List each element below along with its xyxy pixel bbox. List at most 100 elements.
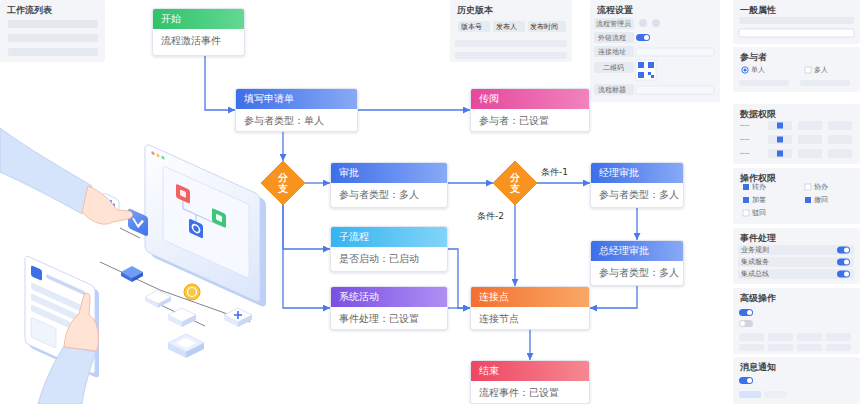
process-box: 经理审批参与者类型：多人 (590, 162, 684, 208)
flow-arrow (529, 330, 530, 360)
box-body: 流程激活事件 (153, 29, 244, 47)
panel-heading: 操作权限 (733, 168, 860, 185)
checkbox (743, 184, 749, 190)
process-box: 总经理审批参与者类型：多人 (590, 240, 684, 286)
toggle (739, 320, 753, 327)
panel-heading: 历史版本 (450, 0, 572, 17)
panel-heading: 数据权限 (733, 104, 860, 121)
option-label: 单人 (751, 66, 765, 74)
condition-label: 条件-2 (477, 210, 504, 223)
box-header: 子流程 (331, 227, 447, 247)
decision-label: 分支 (278, 172, 289, 194)
toggle-knob (747, 378, 752, 383)
process-box: 子流程是否启动：已启动 (330, 226, 448, 272)
checkbox (743, 197, 749, 203)
toggle-knob (747, 310, 752, 315)
panel-heading: 事件处理 (733, 228, 860, 245)
process-box: 系统活动事件处理：已设置 (330, 286, 448, 330)
checkbox (805, 184, 811, 190)
column-pill (458, 21, 490, 32)
list-bar (8, 34, 98, 42)
box-body: 参与者类型：多人 (591, 183, 683, 201)
setting-label: 连接地址 (598, 48, 626, 56)
field-pill (594, 32, 634, 43)
row-label: 集成总线 (741, 270, 769, 278)
box-body: 流程事件：已设置 (471, 381, 589, 399)
box-title: 经理审批 (599, 167, 639, 178)
row-bar (800, 80, 850, 86)
box-body: 事件处理：已设置 (331, 307, 447, 325)
setting-label: 流程管理员 (596, 20, 631, 28)
table-header: 发布人 (496, 23, 517, 31)
checkbox (805, 197, 811, 203)
option-label: 转办 (752, 183, 766, 191)
flow-arrow (448, 307, 470, 308)
input-bar (739, 29, 854, 37)
toggle-knob (740, 321, 745, 326)
option-label: 撤回 (814, 196, 828, 204)
process-box: 填写申请单参与者类型：单人 (235, 88, 358, 132)
list-bar (8, 20, 98, 28)
process-box: 开始流程激活事件 (152, 8, 245, 56)
avatar-dot (639, 19, 647, 27)
box-body: 参与者类型：多人 (331, 183, 447, 201)
setting-label: 二维码 (603, 64, 624, 72)
option-label: 协办 (814, 183, 828, 191)
box-title: 子流程 (339, 231, 369, 242)
row-bar (739, 80, 789, 86)
qr-code (638, 62, 644, 68)
field-pill (594, 46, 634, 57)
decision-diamond: 分支 (493, 161, 537, 205)
radio (742, 67, 748, 73)
setting-label: 流程标题 (598, 86, 626, 94)
row-bar (738, 257, 854, 267)
condition-label: 条件-1 (541, 166, 568, 179)
toggle (837, 247, 850, 278)
field-pill (594, 84, 634, 95)
diamond-text: 分支 (261, 161, 305, 205)
process-box: 结束流程事件：已设置 (470, 360, 590, 404)
flow-arrow (448, 182, 493, 183)
row-label: ---- (740, 121, 749, 129)
panel-heading: 高级操作 (733, 288, 860, 305)
iso-tile (168, 334, 204, 358)
column-pill (528, 21, 566, 32)
process-box: 连接点连接节点 (470, 286, 590, 330)
field-pill (594, 62, 634, 73)
box-header: 连接点 (471, 287, 589, 307)
mini-button (739, 391, 761, 398)
box-title: 连接点 (479, 291, 509, 302)
box-body: 参与者：已设置 (471, 109, 589, 127)
flow-arrow (205, 56, 235, 110)
qr-code (638, 72, 644, 78)
box-header: 开始 (153, 9, 244, 29)
toggle (636, 34, 650, 41)
flow-arrow (358, 109, 470, 110)
row-label: 业务规则 (741, 246, 769, 254)
iso-tile (145, 290, 171, 308)
toggle-knob (644, 35, 649, 40)
box-header: 填写申请单 (236, 89, 357, 109)
id-bar (739, 17, 854, 24)
flow-arrow (448, 249, 470, 308)
panel-heading: 消息通知 (733, 357, 860, 374)
table-header: 发布时间 (530, 23, 558, 31)
box-header: 结束 (471, 361, 589, 381)
flow-arrow (590, 286, 637, 308)
panel-heading: 流程设置 (590, 0, 720, 17)
qr-code (648, 62, 654, 68)
permission-grid (768, 121, 852, 158)
row-bar (455, 40, 567, 47)
process-box: 审批参与者类型：多人 (330, 162, 448, 208)
iso-tile (121, 266, 143, 282)
diamond-text: 分支 (493, 161, 537, 205)
row-bar (738, 269, 854, 279)
box-title: 开始 (161, 13, 181, 24)
qr-code (636, 60, 656, 80)
coin-icon (184, 284, 200, 300)
avatar-dot (652, 19, 660, 27)
checkbox (805, 67, 811, 73)
flow-arrow (283, 205, 330, 308)
box-title: 审批 (339, 167, 359, 178)
